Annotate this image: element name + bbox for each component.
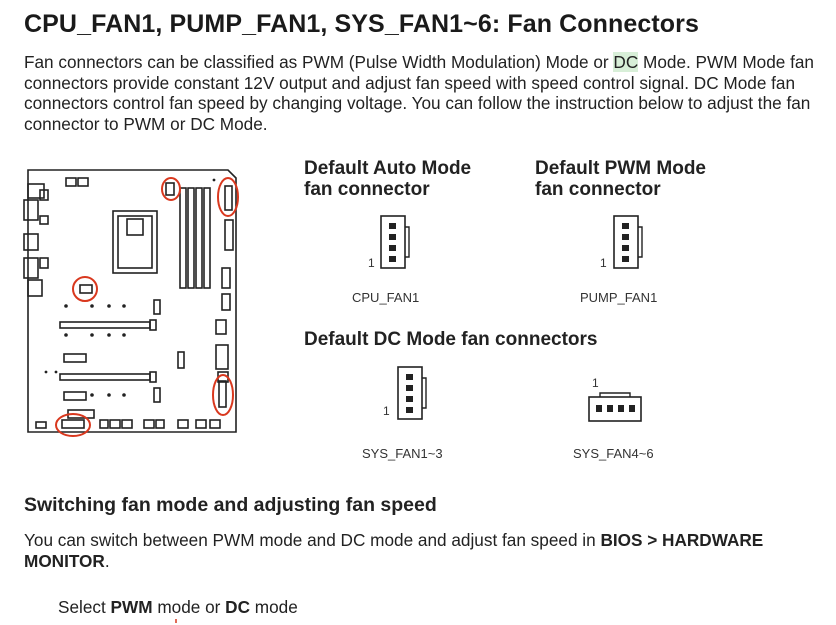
intro-paragraph: Fan connectors can be classified as PWM … xyxy=(24,52,814,134)
section-body-before: You can switch between PWM mode and DC m… xyxy=(24,530,601,550)
pwm-mode-heading: Default PWM Mode fan connector xyxy=(535,158,706,200)
section-heading: Switching fan mode and adjusting fan spe… xyxy=(24,494,437,516)
section-body-after: . xyxy=(104,550,110,571)
cpu-fan-connector-icon xyxy=(380,215,410,269)
dc-highlight: DC xyxy=(613,52,639,72)
select-mode-line: Select PWM mode or DC mode xyxy=(58,597,298,618)
cpu-fan-pin1-label: 1 xyxy=(368,256,375,270)
sys-fan-4-6-label: SYS_FAN4~6 xyxy=(573,446,654,461)
intro-text-before: Fan connectors can be classified as PWM … xyxy=(24,52,614,72)
sys-fan-4-6-pin1-label: 1 xyxy=(592,376,599,390)
cpu-fan-label: CPU_FAN1 xyxy=(352,290,420,305)
dc-mode-heading: Default DC Mode fan connectors xyxy=(304,329,598,350)
select-prefix: Select xyxy=(58,597,111,617)
pump-fan-connector-icon xyxy=(613,215,643,269)
page-title: CPU_FAN1, PUMP_FAN1, SYS_FAN1~6: Fan Con… xyxy=(24,10,700,38)
select-pwm: PWM xyxy=(110,597,153,617)
sys-fan-1-3-label: SYS_FAN1~3 xyxy=(362,446,443,461)
intro-text-after: Mode. PWM Mode fan connectors provide co… xyxy=(24,52,814,134)
bios-path: BIOS > HARDWARE MONITOR xyxy=(24,530,764,571)
pump-fan-label: PUMP_FAN1 xyxy=(580,290,658,305)
select-mid: mode or xyxy=(152,597,226,617)
auto-mode-heading: Default Auto Mode fan connector xyxy=(304,158,472,200)
sys-fan-1-3-pin1-label: 1 xyxy=(383,404,390,418)
select-suffix: mode xyxy=(250,597,298,617)
pump-fan-pin1-label: 1 xyxy=(600,256,607,270)
select-dc: DC xyxy=(225,597,250,617)
section-body: You can switch between PWM mode and DC m… xyxy=(24,530,804,571)
sys-fan-1-3-connector-icon xyxy=(397,366,427,420)
sys-fan-4-6-connector-icon xyxy=(588,392,642,422)
